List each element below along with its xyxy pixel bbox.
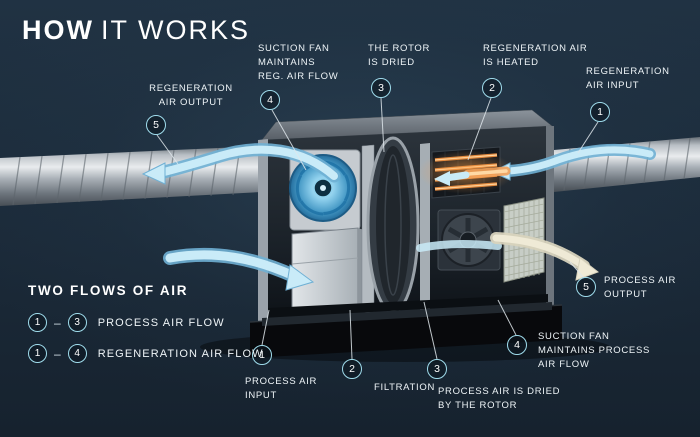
title-bold: HOW [22,15,94,45]
callout-label-regeneration-air-output: REGENERATION AIR OUTPUT [149,83,233,108]
callout-circle-3-top: 3 [371,78,391,98]
legend: TWO FLOWS OF AIR 1 – 3 PROCESS AIR FLOW … [28,283,264,375]
callout-label-process-air-dried: PROCESS AIR IS DRIED BY THE ROTOR [438,386,561,411]
legend-dash: – [54,315,61,330]
legend-dash-2: – [54,346,61,361]
callout-label-filtration: FILTRATION [374,382,436,393]
legend-circle-3: 3 [67,313,87,332]
callout-label-process-air-input: PROCESS AIR INPUT [245,376,318,401]
legend-row-regeneration: 1 – 4 REGENERATION AIR FLOW [28,344,264,363]
rotor-right-panel [420,143,430,312]
callout-label-suction-fan-process: SUCTION FAN MAINTAINS PROCESS AIR FLOW [538,331,651,370]
regeneration-output-arrow [141,143,341,185]
electrical-cabinet [291,227,370,315]
leader-lines [156,97,599,360]
regeneration-suction-fan [289,149,361,231]
legend-circle-1: 1 [28,313,47,332]
rotor [366,136,420,314]
callout-circle-4-top: 4 [260,90,280,110]
callout-circle-5-top: 5 [146,115,166,135]
callout-label-regeneration-air-heated: REGENERATION AIR IS HEATED [483,43,588,68]
legend-label-regeneration: REGENERATION AIR FLOW [97,347,264,360]
machine-base [249,302,563,358]
callout-label-rotor-dried: THE ROTOR IS DRIED [368,43,431,68]
process-suction-fan [437,209,501,271]
legend-label-process: PROCESS AIR FLOW [97,316,225,329]
legend-circle-4: 4 [67,344,87,363]
interior-floor [268,294,548,318]
title-light: IT WORKS [100,15,250,45]
callout-circle-3-bottom: 3 [427,359,447,379]
regeneration-input-arrow [434,143,656,186]
callout-label-regeneration-air-input: REGENERATION AIR INPUT [586,66,670,91]
callout-circle-1-bottom: 1 [252,345,272,365]
callout-circle-5-bottom: 5 [576,277,596,297]
callout-label-process-air-output: PROCESS AIR OUTPUT [604,275,677,300]
process-input-arrow [163,247,315,291]
legend-circle-1b: 1 [28,344,47,363]
legend-row-process: 1 – 3 PROCESS AIR FLOW [28,313,264,332]
callout-circle-1-top: 1 [590,102,610,122]
legend-title: TWO FLOWS OF AIR [28,283,189,298]
callout-circle-2-top: 2 [482,78,502,98]
callout-circle-2-bottom: 2 [342,359,362,379]
callout-label-suction-fan-reg: SUCTION FAN MAINTAINS REG. AIR FLOW [258,43,339,82]
process-internal-arrow [416,240,502,252]
callout-circle-4-bottom: 4 [507,335,527,355]
